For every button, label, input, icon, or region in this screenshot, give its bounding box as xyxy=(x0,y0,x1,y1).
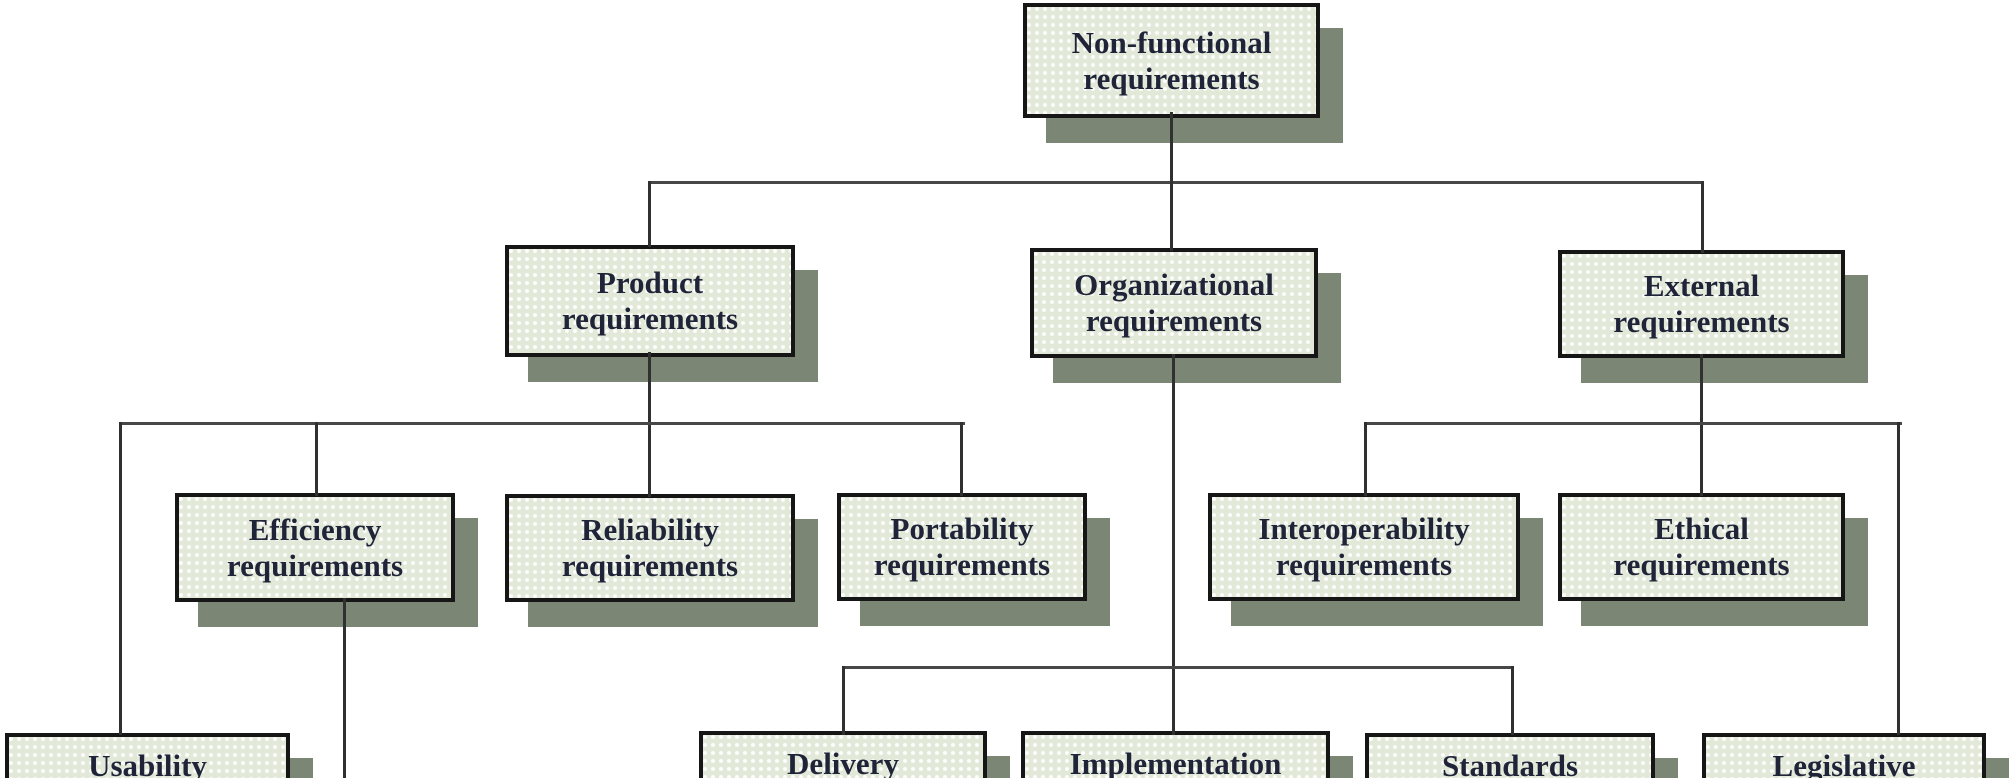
connector-external-stem xyxy=(1700,354,1703,496)
connector-drop-product xyxy=(648,181,651,247)
node-label: Delivery xyxy=(787,746,899,778)
node-label: Reliability requirements xyxy=(561,512,739,583)
connector-level1-branch xyxy=(648,181,1704,184)
node-label: Efficiency requirements xyxy=(226,511,404,583)
node-legislative-requirements: Legislative xyxy=(1702,733,1986,778)
node-external-requirements: External requirements xyxy=(1558,250,1845,358)
connector-organizational-stem xyxy=(1172,354,1175,735)
connector-drop-legislative xyxy=(1897,422,1900,735)
connector-drop-portability xyxy=(960,422,963,496)
node-label: Non-functional requirements xyxy=(1071,24,1272,96)
node-non-functional-requirements: Non-functional requirements xyxy=(1023,3,1320,118)
node-label: Standards xyxy=(1441,748,1579,778)
node-efficiency-requirements: Efficiency requirements xyxy=(175,493,455,602)
connector-external-children-branch xyxy=(1364,422,1902,425)
node-implementation-requirements: Implementation xyxy=(1021,731,1330,778)
node-interoperability-requirements: Interoperability requirements xyxy=(1208,493,1520,601)
node-label: Organizational requirements xyxy=(1074,267,1274,338)
node-label: Usability xyxy=(88,748,207,778)
connector-product-children-branch xyxy=(119,422,965,425)
connector-drop-external xyxy=(1701,181,1704,253)
node-label: External requirements xyxy=(1613,268,1790,339)
node-ethical-requirements: Ethical requirements xyxy=(1558,493,1845,601)
node-label: Product requirements xyxy=(561,265,739,336)
connector-drop-delivery xyxy=(842,666,845,735)
connector-efficiency-children-stem xyxy=(343,598,346,778)
node-product-requirements: Product requirements xyxy=(505,245,795,357)
node-standards-requirements: Standards xyxy=(1365,733,1655,778)
node-label: Interoperability requirements xyxy=(1258,511,1470,582)
node-organizational-requirements: Organizational requirements xyxy=(1030,248,1318,358)
node-reliability-requirements: Reliability requirements xyxy=(505,494,795,602)
connector-drop-organizational xyxy=(1170,181,1173,251)
node-portability-requirements: Portability requirements xyxy=(837,493,1087,601)
connector-drop-usability xyxy=(119,422,122,735)
connector-drop-standards xyxy=(1511,666,1514,735)
node-delivery-requirements: Delivery xyxy=(699,731,987,778)
connector-drop-interoperability xyxy=(1364,422,1367,496)
connector-organizational-children-branch xyxy=(842,666,1514,669)
node-label: Ethical requirements xyxy=(1613,511,1790,582)
connector-drop-efficiency xyxy=(315,422,318,496)
node-label: Portability requirements xyxy=(873,511,1051,582)
node-usability-requirements: Usability xyxy=(5,733,290,778)
connector-root-stem xyxy=(1170,112,1173,184)
node-label: Legislative xyxy=(1772,748,1916,778)
node-label: Implementation xyxy=(1069,746,1282,778)
